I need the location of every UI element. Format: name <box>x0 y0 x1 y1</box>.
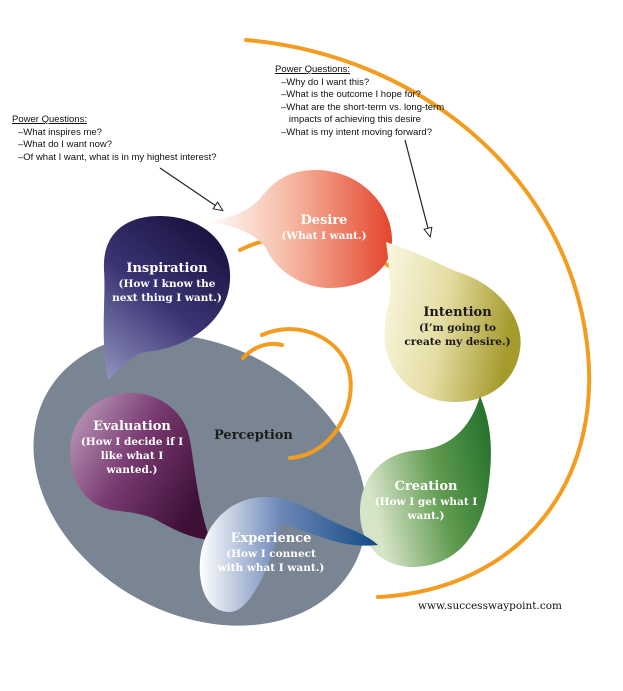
right-pointer-arrow <box>404 139 433 239</box>
intention-title: Intention <box>423 305 492 320</box>
creation-subtitle-line: want.) <box>407 510 445 522</box>
experience-subtitle-line: (How I connect <box>226 548 316 560</box>
power-questions-right-title: Power Questions: <box>275 64 350 75</box>
creation-subtitle-line: (How I get what I <box>374 496 478 508</box>
desire-subtitle: (What I want.) <box>281 230 367 242</box>
creation-drop <box>360 396 491 568</box>
desire-label: Desire (What I want.) <box>276 212 372 243</box>
power-question-item: –What do I want now? <box>18 139 112 150</box>
evaluation-subtitle-line: wanted.) <box>106 464 158 476</box>
intention-subtitle-line: (I’m going to <box>418 322 497 334</box>
inspiration-drop <box>103 215 231 380</box>
experience-label: Experience (How I connect with what I wa… <box>206 530 336 575</box>
power-question-item: –What is the outcome I hope for? <box>281 89 421 100</box>
power-question-item: –What are the short-term vs. long-term <box>281 101 445 113</box>
creation-title: Creation <box>394 479 458 494</box>
inspiration-title: Inspiration <box>126 261 208 276</box>
power-question-item: –Of what I want, what is in my highest i… <box>18 151 217 163</box>
experience-drop <box>199 497 378 612</box>
desire-title: Desire <box>300 213 348 228</box>
power-question-item: –What is my intent moving forward? <box>281 126 433 138</box>
creation-label: Creation (How I get what I want.) <box>370 478 482 523</box>
inspiration-subtitle-line: next thing I want.) <box>112 292 222 304</box>
perception-ellipse <box>33 334 367 626</box>
power-question-item: –Why do I want this? <box>281 76 370 88</box>
website-link[interactable]: www.successwaypoint.com <box>418 600 563 612</box>
power-questions-right: Power Questions: –Why do I want this? –W… <box>275 64 444 139</box>
experience-subtitle-line: with what I want.) <box>217 562 325 574</box>
left-pointer-arrow <box>159 167 224 212</box>
inspiration-subtitle-line: (How I know the <box>118 278 216 290</box>
perception-label: Perception <box>214 428 293 443</box>
power-questions-left: Power Questions: –What inspires me? –Wha… <box>12 114 217 164</box>
evaluation-drop <box>70 392 210 540</box>
inspiration-label: Inspiration (How I know the next thing I… <box>108 260 226 305</box>
desire-drop <box>206 170 392 288</box>
intention-label: Intention (I’m going to create my desire… <box>400 304 515 349</box>
evaluation-subtitle-line: like what I <box>100 450 164 462</box>
power-questions-left-title: Power Questions: <box>12 114 87 125</box>
power-question-item: impacts of achieving this desire <box>281 114 421 125</box>
experience-title: Experience <box>230 531 312 546</box>
evaluation-label: Evaluation (How I decide if I like what … <box>74 418 190 477</box>
evaluation-subtitle-line: (How I decide if I <box>80 436 184 448</box>
intention-drop <box>384 242 521 402</box>
evaluation-title: Evaluation <box>93 419 171 434</box>
power-question-item: –What inspires me? <box>18 126 102 138</box>
intention-subtitle-line: create my desire.) <box>404 336 511 348</box>
